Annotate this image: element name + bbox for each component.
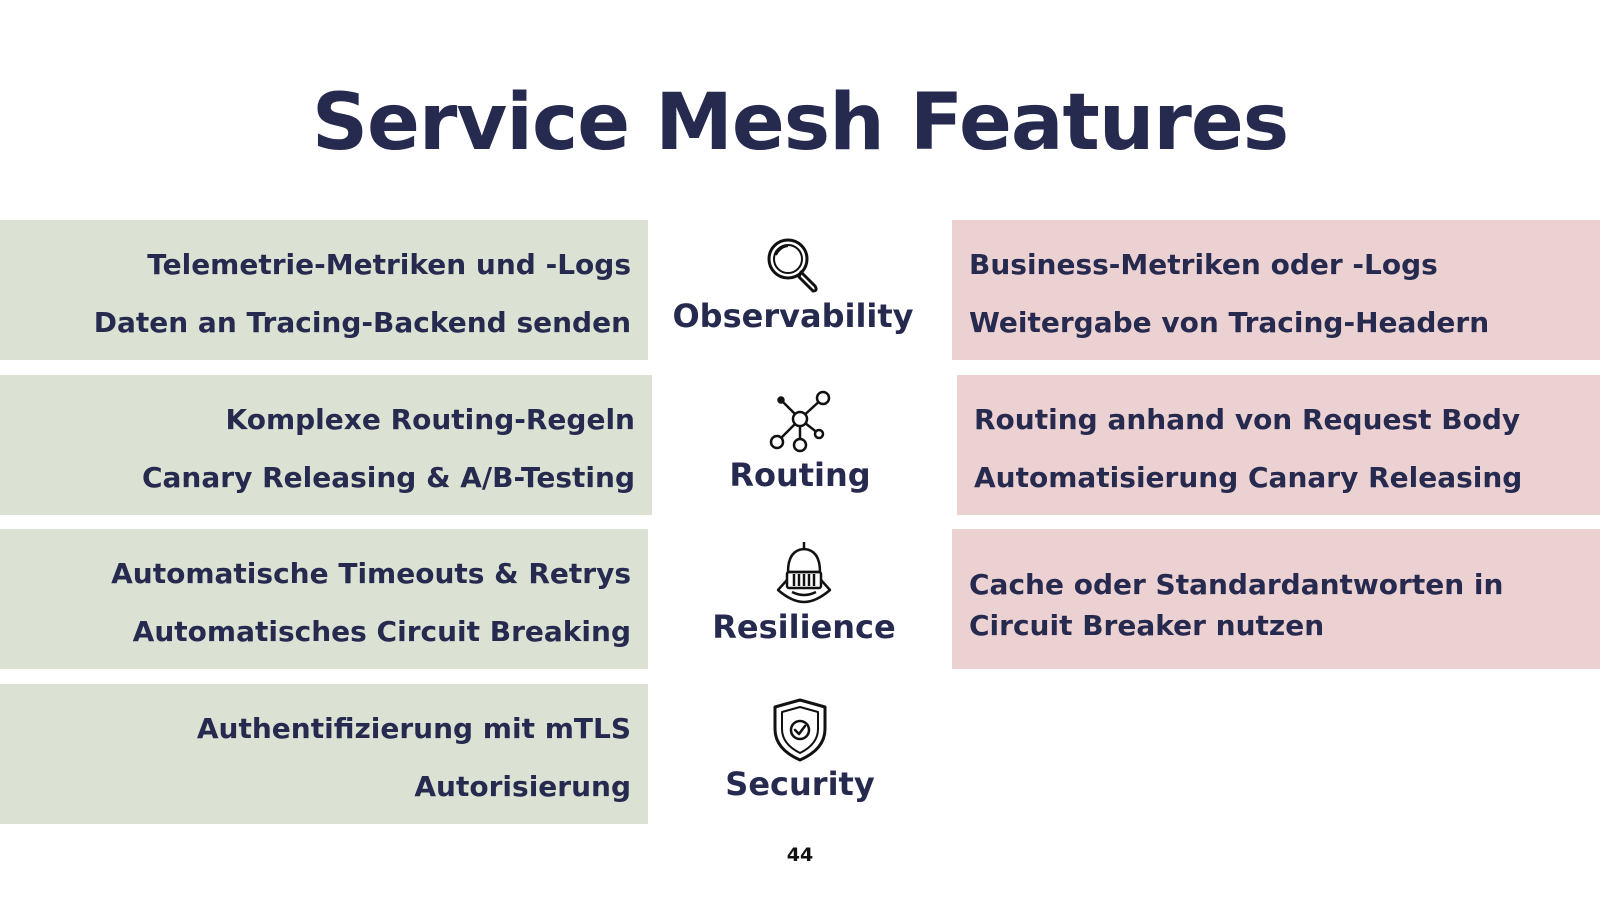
mesh-item: Canary Releasing & A/B-Testing [141,461,635,494]
mesh-item: Automatisches Circuit Breaking [132,615,631,648]
app-item: Weitergabe von Tracing-Headern [969,306,1490,339]
mesh-item: Autorisierung [414,770,631,803]
feature-resilience: Resilience [664,540,944,646]
mesh-box-security: Authentifizierung mit mTLS Autorisierung [0,684,648,824]
knight-helmet-icon [776,542,832,604]
mesh-box-resilience: Automatische Timeouts & Retrys Automatis… [0,529,648,669]
mesh-item: Automatische Timeouts & Retrys [111,557,631,590]
network-nodes-icon [769,390,831,453]
app-item: Automatisierung Canary Releasing [974,461,1523,494]
mesh-item: Telemetrie-Metriken und -Logs [147,248,631,281]
feature-label: Routing [729,456,871,494]
mesh-item: Authentifizierung mit mTLS [196,712,631,745]
app-item: Routing anhand von Request Body [974,403,1521,436]
feature-observability: Observability [653,235,933,335]
feature-security: Security [660,697,940,803]
app-box-observability: Business-Metriken oder -Logs Weitergabe … [952,220,1600,360]
mesh-item: Komplexe Routing-Regeln [225,403,635,436]
magnifying-glass-icon [767,238,818,293]
feature-label: Security [725,765,875,803]
page-number: 44 [786,844,814,866]
feature-label: Resilience [712,608,896,646]
slide-title: Service Mesh Features [311,78,1289,168]
mesh-item: Daten an Tracing-Backend senden [93,306,631,339]
app-box-routing: Routing anhand von Request Body Automati… [957,375,1600,515]
mesh-box-routing: Komplexe Routing-Regeln Canary Releasing… [0,375,652,515]
app-item: Business-Metriken oder -Logs [969,248,1438,281]
feature-label: Observability [672,297,914,335]
shield-check-icon [773,698,827,762]
mesh-box-observability: Telemetrie-Metriken und -Logs Daten an T… [0,220,648,360]
app-item: Cache oder Standardantworten in Circuit … [969,568,1504,642]
app-box-resilience: Cache oder Standardantworten in Circuit … [952,529,1600,669]
feature-routing: Routing [660,388,940,494]
